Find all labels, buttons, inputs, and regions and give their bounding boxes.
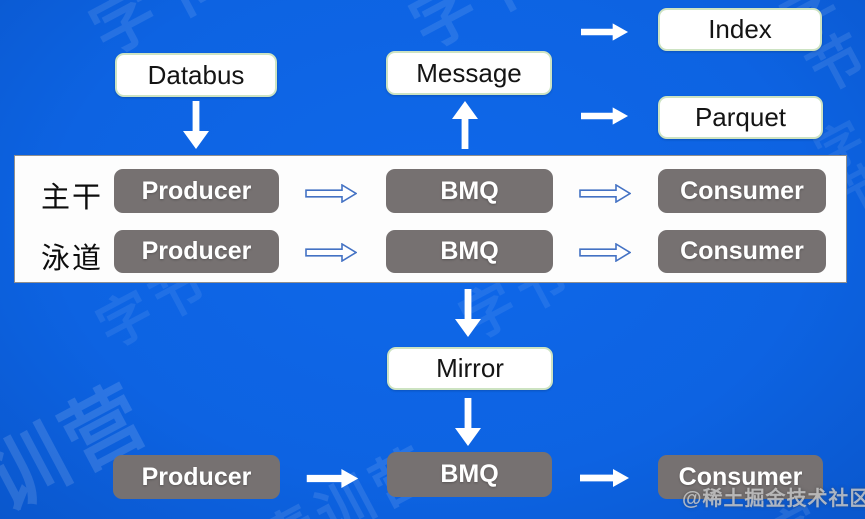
node-consumer-swimlane: Consumer (658, 230, 826, 273)
arrow-up-to-message-icon (452, 101, 478, 149)
lane-label-swimlane: 泳道 (41, 243, 104, 275)
node-bmq-mirror-cluster: BMQ (387, 452, 552, 497)
outline-arrow-right-icon (579, 243, 631, 262)
node-index: Index (658, 8, 822, 51)
node-producer-trunk: Producer (114, 169, 279, 213)
arrow-right-to-parquet-icon (581, 107, 629, 125)
node-consumer-mirror-cluster: Consumer (658, 455, 823, 499)
node-bmq-trunk: BMQ (386, 169, 553, 213)
node-parquet: Parquet (658, 96, 823, 139)
outline-arrow-right-icon (305, 243, 357, 262)
node-message: Message (386, 51, 552, 95)
node-databus: Databus (115, 53, 277, 97)
lane-label-trunk: 主干 (41, 182, 104, 214)
outline-arrow-right-icon (305, 184, 357, 203)
arrow-right-bmq-to-consumer-icon (580, 469, 629, 487)
arrow-down-to-mirror-icon (455, 289, 481, 337)
node-producer-swimlane: Producer (114, 230, 279, 273)
arrow-right-producer-to-bmq-icon (306, 469, 359, 488)
node-mirror: Mirror (387, 347, 553, 390)
node-producer-mirror-cluster: Producer (113, 455, 280, 499)
outline-arrow-right-icon (579, 184, 631, 203)
arrow-down-from-mirror-icon (455, 398, 481, 446)
swimlane-panel: 主干 Producer BMQ Consumer 泳道 Producer BMQ… (14, 155, 847, 283)
arrow-down-from-databus-icon (183, 101, 209, 149)
node-consumer-trunk: Consumer (658, 169, 826, 213)
arrow-right-to-index-icon (581, 23, 629, 41)
node-bmq-swimlane: BMQ (386, 230, 553, 273)
